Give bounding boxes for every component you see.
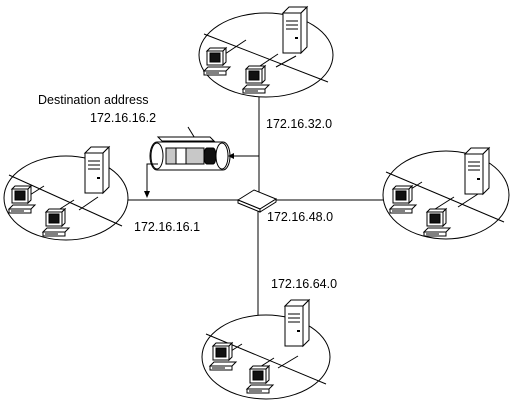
router-icon xyxy=(236,189,278,213)
server-icon xyxy=(284,299,310,347)
network-west xyxy=(3,146,129,241)
server-icon xyxy=(84,146,110,194)
workstation-icon xyxy=(8,185,36,214)
net-south-label: 172.16.64.0 xyxy=(271,277,337,291)
network-east xyxy=(382,147,510,240)
workstation-icon xyxy=(389,185,417,214)
destination-caption: Destination address xyxy=(38,93,148,107)
net-west-label: 172.16.16.1 xyxy=(134,220,200,234)
workstation-icon xyxy=(42,208,70,237)
packet-pipe-icon xyxy=(144,126,259,198)
server-icon xyxy=(282,6,308,54)
workstation-icon xyxy=(246,365,274,394)
workstation-icon xyxy=(209,342,237,371)
workstation-icon xyxy=(203,47,231,76)
server-icon xyxy=(464,147,490,195)
destination-ip-label: 172.16.16.2 xyxy=(90,111,156,125)
net-north-label: 172.16.32.0 xyxy=(266,117,332,131)
network-south xyxy=(201,299,331,400)
net-east-label: 172.16.48.0 xyxy=(267,210,333,224)
workstation-icon xyxy=(242,65,270,94)
network-north xyxy=(198,6,334,98)
workstation-icon xyxy=(423,208,451,237)
